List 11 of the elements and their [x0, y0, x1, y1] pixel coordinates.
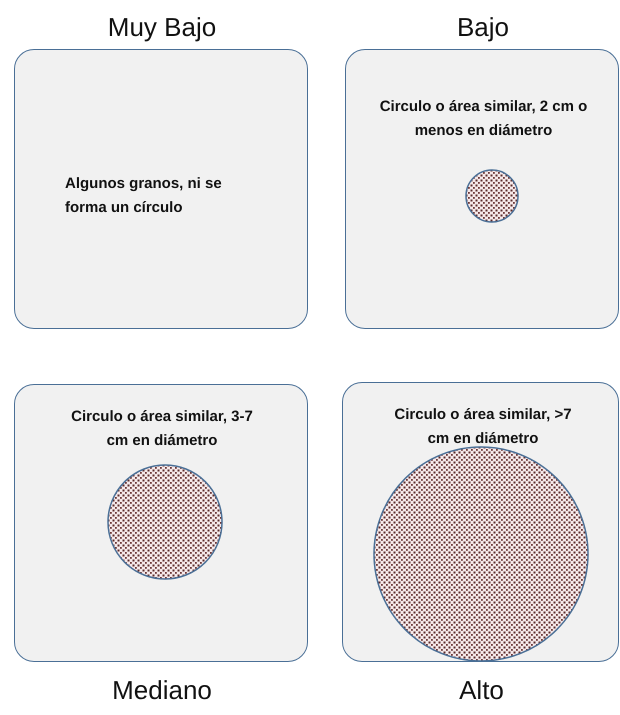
grain-circle [373, 446, 589, 662]
grain-circle [465, 169, 519, 223]
description-text: Algunos granos, ni se forma un círculo [65, 174, 223, 218]
level-heading: Muy Bajo [106, 12, 218, 43]
description-text: Circulo o área similar, >7 cm en diámetro [393, 405, 573, 449]
level-heading: Bajo [456, 12, 510, 43]
level-heading: Alto [458, 675, 505, 706]
level-heading: Mediano [111, 675, 213, 706]
grain-circle [107, 464, 223, 580]
description-text: Circulo o área similar, 2 cm o menos en diámetro [378, 97, 588, 141]
description-text: Circulo o área similar, 3-7 cm en diámetro [70, 407, 254, 451]
